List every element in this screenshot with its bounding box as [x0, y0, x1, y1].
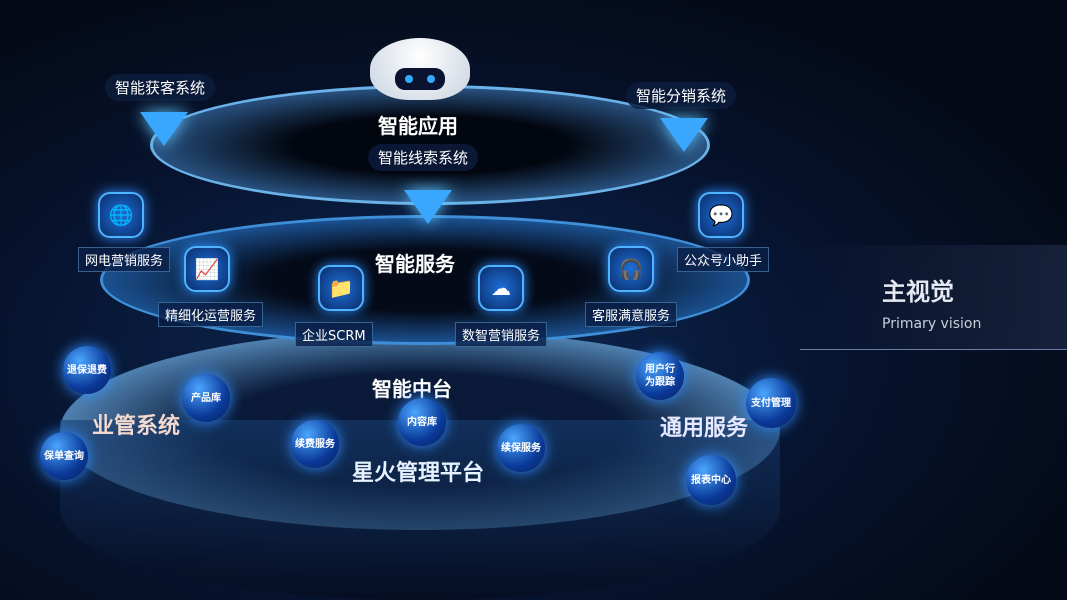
chart-icon: 📈	[184, 246, 230, 292]
service-label: 精细化运营服务	[158, 302, 264, 327]
general-service-title: 通用服务	[660, 416, 749, 441]
crystal-icon	[140, 112, 188, 146]
folder-icon: 📁	[318, 265, 364, 311]
smart-apps-title: 智能应用	[378, 114, 458, 138]
node: 内容库	[398, 398, 446, 446]
headset-icon: 🎧	[608, 246, 654, 292]
chat-icon: 💬	[698, 192, 744, 238]
robot-eye	[405, 75, 413, 83]
service-label: 网电营销服务	[78, 247, 171, 272]
node: 保单查询	[40, 432, 88, 480]
smart-services-title: 智能服务	[375, 252, 455, 276]
service-label: 企业SCRM	[295, 322, 373, 347]
business-system-title: 业管系统	[92, 414, 181, 439]
robot-visor	[395, 68, 445, 90]
side-subtitle: Primary vision	[882, 316, 982, 332]
crystal-icon	[404, 190, 452, 224]
middle-platform-title: 智能中台	[372, 377, 452, 401]
robot-eye	[427, 75, 435, 83]
smart-leads-label: 智能线索系统	[368, 144, 479, 171]
platform-title: 星火管理平台	[352, 461, 485, 486]
service-label: 客服满意服务	[585, 302, 678, 327]
crystal-icon	[660, 118, 708, 152]
node: 用户行为跟踪	[636, 352, 684, 400]
side-panel	[800, 245, 1067, 350]
service-label: 数智营销服务	[455, 322, 548, 347]
node: 续费服务	[291, 420, 339, 468]
node: 支付管理	[746, 378, 796, 428]
node: 报表中心	[686, 455, 736, 505]
cloud-icon: ☁	[478, 265, 524, 311]
globe-icon: 🌐	[98, 192, 144, 238]
service-label: 公众号小助手	[677, 247, 770, 272]
cylinder-base	[60, 420, 780, 600]
node: 续保服务	[497, 424, 545, 472]
side-title: 主视觉	[882, 278, 954, 306]
smart-distribution-label: 智能分销系统	[626, 82, 737, 109]
node: 产品库	[182, 374, 230, 422]
node: 退保退费	[63, 346, 111, 394]
smart-acquisition-label: 智能获客系统	[105, 74, 216, 101]
robot-mascot	[370, 38, 470, 100]
